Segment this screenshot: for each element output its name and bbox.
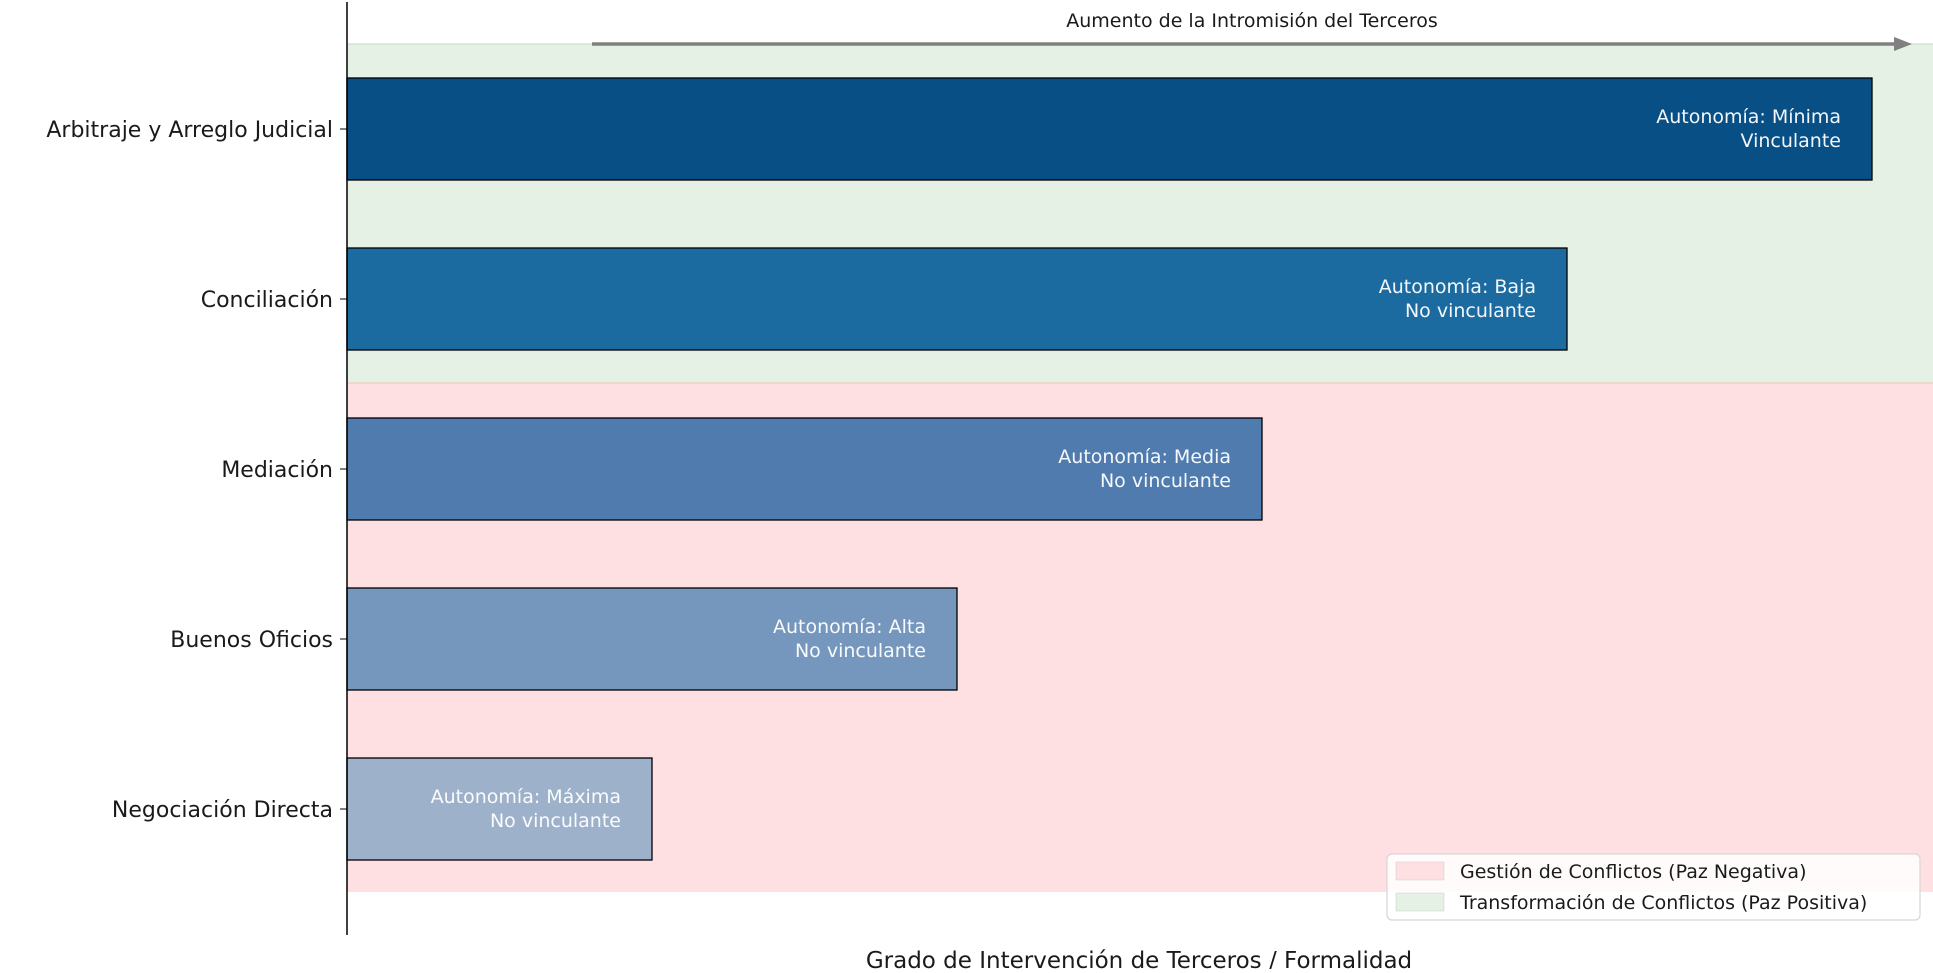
bar-annotation-autonomy-1: Autonomía: Máxima xyxy=(431,786,621,808)
bar-2 xyxy=(346,587,958,691)
bar-3 xyxy=(346,417,1263,521)
bar-annotation-autonomy-4: Autonomía: Baja xyxy=(1379,276,1536,298)
y-tick-label-3: Mediación xyxy=(221,458,333,483)
legend-box xyxy=(1386,853,1921,921)
y-tick-label-2: Buenos Oficios xyxy=(170,628,333,653)
arrow-label: Aumento de la Intromisión del Terceros xyxy=(1066,10,1438,32)
bar-4 xyxy=(346,247,1568,351)
bar-annotation-autonomy-3: Autonomía: Media xyxy=(1058,446,1231,468)
y-tick-label-4: Conciliación xyxy=(201,288,333,313)
bar-annotation-binding-2: No vinculante xyxy=(795,640,926,662)
legend-label-1: Gestión de Conflictos (Paz Negativa) xyxy=(1460,861,1806,883)
legend-swatch-1 xyxy=(1395,861,1445,881)
bar-5 xyxy=(346,77,1873,181)
bar-annotation-binding-4: No vinculante xyxy=(1405,300,1536,322)
legend-swatch-2 xyxy=(1395,892,1445,912)
bar-annotation-binding-1: No vinculante xyxy=(490,810,621,832)
x-axis-label: Grado de Intervención de Terceros / Form… xyxy=(866,948,1412,969)
bar-1 xyxy=(346,757,653,861)
bar-annotation-binding-3: No vinculante xyxy=(1100,470,1231,492)
y-tick-label-1: Negociación Directa xyxy=(112,798,333,823)
bar-annotation-binding-5: Vinculante xyxy=(1741,130,1842,152)
intrusion-arrow-head xyxy=(1894,37,1912,51)
legend-label-2: Transformación de Conflictos (Paz Positi… xyxy=(1459,892,1867,914)
y-tick-label-5: Arbitraje y Arreglo Judicial xyxy=(46,118,333,143)
bar-annotation-autonomy-2: Autonomía: Alta xyxy=(773,616,926,638)
bar-annotation-autonomy-5: Autonomía: Mínima xyxy=(1656,106,1841,128)
